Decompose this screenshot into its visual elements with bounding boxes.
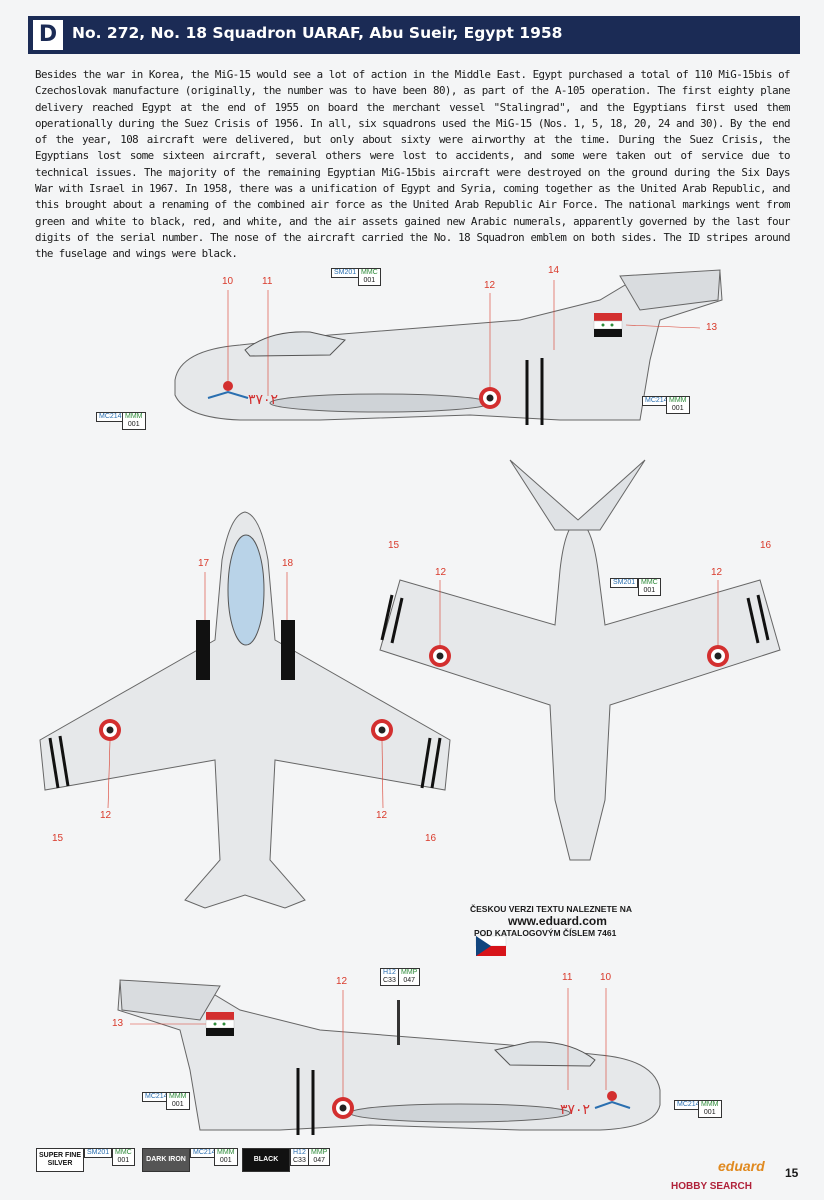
callout-13: 13 — [706, 322, 718, 333]
callout-13: 13 — [112, 1018, 124, 1029]
callout-11: 11 — [562, 972, 573, 983]
callout-12: 12 — [376, 810, 388, 821]
callout-17: 17 — [198, 558, 210, 569]
page-number: 15 — [785, 1166, 799, 1180]
callout-15: 15 — [388, 540, 400, 551]
swatch-super-fine-silver: SUPER FINE SILVER — [36, 1148, 84, 1172]
callout-12: 12 — [484, 280, 496, 291]
paint-ref-sm201: SM201 — [610, 578, 639, 588]
description-text: Besides the war in Korea, the MiG-15 wou… — [35, 68, 791, 261]
callout-10: 10 — [600, 972, 612, 983]
swatch-dark-iron: DARK IRON — [142, 1148, 190, 1172]
callout-12: 12 — [336, 976, 348, 987]
callout-16: 16 — [760, 540, 772, 551]
czech-flag — [475, 935, 507, 956]
paint-ref-mc214: MC214 — [96, 412, 125, 422]
header-bar: D No. 272, No. 18 Squadron UARAF, Abu Su… — [28, 16, 800, 54]
profile-letter-badge: D — [33, 20, 63, 50]
callout-16: 16 — [425, 833, 437, 844]
hobby-search-watermark: HOBBY SEARCH — [671, 1181, 752, 1192]
czech-version-note: ČESKOU VERZI TEXTU NALEZNETE NA www.edua… — [470, 904, 690, 938]
callout-12: 12 — [711, 567, 723, 578]
callout-12: 12 — [435, 567, 447, 578]
side-profile-left: ٣٧٠٢ — [174, 269, 723, 425]
callout-18: 18 — [282, 558, 294, 569]
callout-12: 12 — [100, 810, 112, 821]
eduard-url[interactable]: www.eduard.com — [508, 914, 607, 928]
callout-11: 11 — [262, 276, 273, 287]
callout-15: 15 — [52, 833, 64, 844]
side-profile-right: ٣٧٠٢ — [117, 979, 661, 1135]
callout-14: 14 — [548, 265, 560, 276]
eduard-logo: eduard — [718, 1158, 765, 1174]
swatch-black: BLACK — [242, 1148, 290, 1172]
page-title: No. 272, No. 18 Squadron UARAF, Abu Suei… — [72, 24, 563, 42]
arabic-serial-right: ٣٧٠٢ — [560, 1102, 590, 1118]
underside-view — [379, 459, 781, 861]
callout-10: 10 — [222, 276, 234, 287]
top-view — [39, 511, 451, 909]
callout-lines — [107, 280, 719, 1097]
arabic-serial-left: ٣٧٠٢ — [248, 392, 278, 408]
paint-ref-sm201: SM201 — [331, 268, 360, 278]
